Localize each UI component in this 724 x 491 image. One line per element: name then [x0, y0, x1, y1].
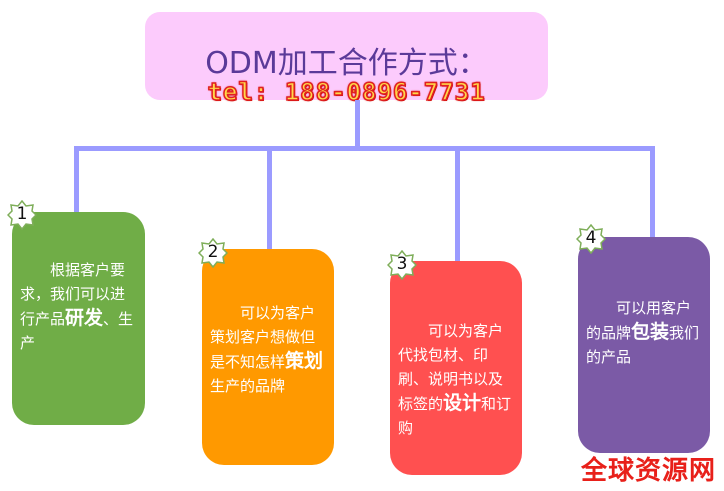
step-keyword: 包装	[631, 321, 670, 343]
step-text: 、生产	[20, 310, 134, 352]
step-box-2: 可以为客户策划客户想做但是不知怎样策划生产的品牌	[202, 249, 334, 465]
step-text: 生产的品牌	[210, 377, 286, 395]
connector-4	[650, 146, 655, 239]
star-badge-icon	[197, 237, 229, 269]
step-keyword: 策划	[285, 350, 324, 372]
step-box-1: 根据客户要求，我们可以进行产品研发、生产	[12, 212, 145, 425]
step-keyword: 研发	[65, 307, 104, 329]
title-box	[145, 12, 548, 100]
step-text: 和订购	[398, 395, 512, 437]
star-badge-icon	[575, 223, 607, 255]
connector-bar	[74, 146, 655, 151]
step-text: 根据客户要求，我们可以进行产品	[20, 261, 126, 328]
step-box-3: 可以为客户代找包材、印刷、说明书以及标签的设计和订购	[390, 261, 522, 475]
step-box-4: 可以用客户的品牌包装我们的产品	[578, 237, 710, 453]
step-badge-2: 2	[197, 237, 229, 269]
step-keyword: 设计	[443, 392, 482, 414]
connector-1	[74, 146, 79, 214]
step-text: 可以为客户代找包材、印刷、说明书以及标签的	[398, 322, 504, 413]
connector-2	[267, 146, 272, 251]
step-text: 可以为客户策划客户想做但是不知怎样	[210, 304, 316, 371]
connector-trunk	[355, 100, 360, 150]
step-text: 可以用客户的品牌	[586, 299, 692, 342]
step-text: 我们的产品	[586, 324, 700, 366]
star-badge-icon	[386, 249, 418, 281]
diagram-title: ODM加工合作方式：	[205, 46, 488, 81]
step-badge-1: 1	[6, 199, 38, 231]
connector-3	[455, 146, 460, 263]
step-badge-3: 3	[386, 249, 418, 281]
star-badge-icon	[6, 199, 38, 231]
watermark: 全球资源网	[580, 456, 716, 486]
tel-number: tel: 188-0896-7731	[207, 77, 486, 107]
step-badge-4: 4	[575, 223, 607, 255]
